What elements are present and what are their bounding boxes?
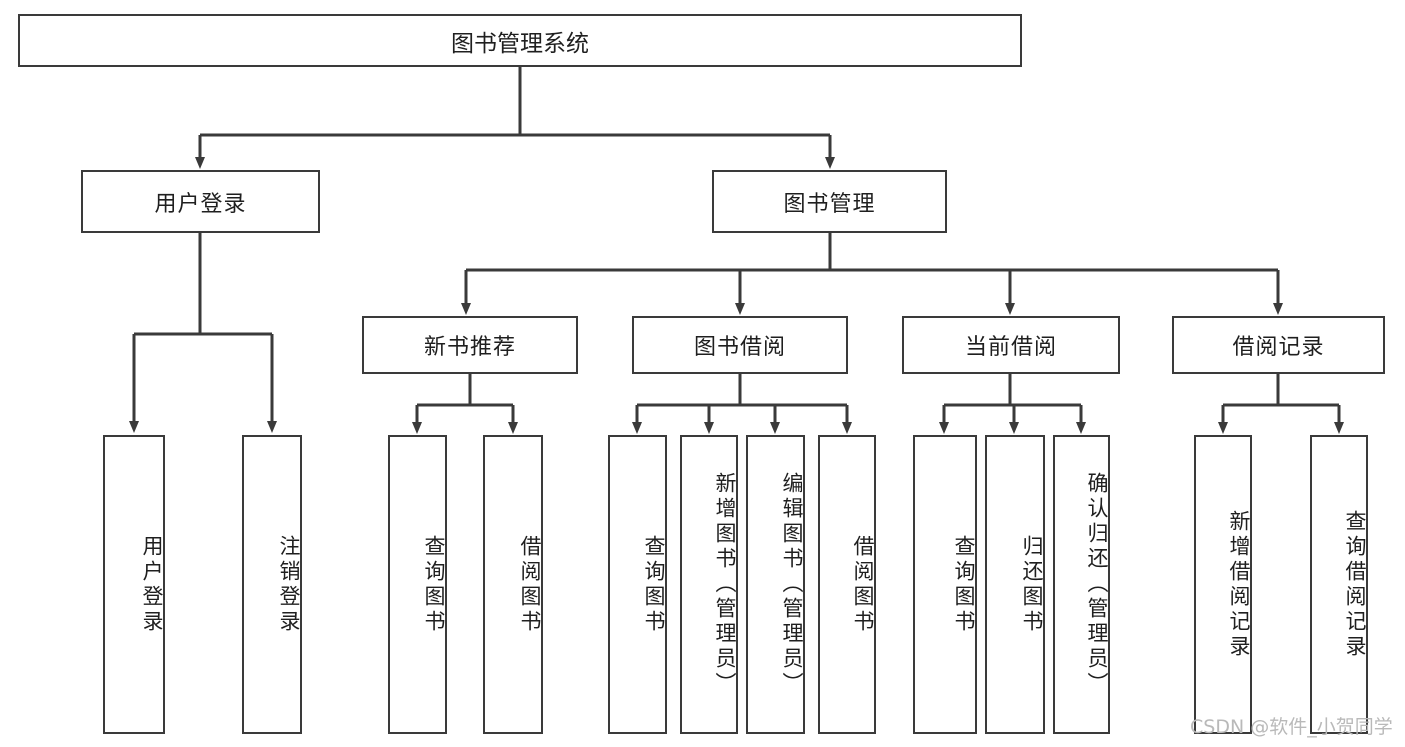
leaf-borrow-book[interactable]: 借阅图书	[818, 435, 876, 734]
node-book-borrow[interactable]: 图书借阅	[632, 316, 848, 374]
leaf-label: 借阅图书	[518, 534, 542, 635]
node-new-book-recommend[interactable]: 新书推荐	[362, 316, 578, 374]
leaf-label: 确认归还（管理员）	[1085, 472, 1109, 697]
leaf-query-book-newbook[interactable]: 查询图书	[388, 435, 447, 734]
leaf-label: 借阅图书	[851, 534, 875, 635]
leaf-return-book[interactable]: 归还图书	[985, 435, 1045, 734]
leaf-query-borrow-record[interactable]: 查询借阅记录	[1310, 435, 1368, 734]
leaf-label: 编辑图书（管理员）	[780, 472, 804, 697]
leaf-user-login[interactable]: 用户登录	[103, 435, 165, 734]
leaf-label: 注销登录	[277, 534, 301, 635]
node-book-management[interactable]: 图书管理	[712, 170, 947, 233]
leaf-logout[interactable]: 注销登录	[242, 435, 302, 734]
leaf-edit-book-admin[interactable]: 编辑图书（管理员）	[746, 435, 805, 734]
leaf-query-book-current[interactable]: 查询图书	[913, 435, 977, 734]
leaf-query-book-borrow[interactable]: 查询图书	[608, 435, 667, 734]
leaf-label: 用户登录	[140, 534, 164, 635]
leaf-add-borrow-record[interactable]: 新增借阅记录	[1194, 435, 1252, 734]
leaf-confirm-return-admin[interactable]: 确认归还（管理员）	[1053, 435, 1110, 734]
node-user-login[interactable]: 用户登录	[81, 170, 320, 233]
leaf-add-book-admin[interactable]: 新增图书（管理员）	[680, 435, 738, 734]
leaf-label: 查询图书	[642, 534, 666, 635]
leaf-label: 归还图书	[1020, 534, 1044, 635]
node-root-system[interactable]: 图书管理系统	[18, 14, 1022, 67]
leaf-label: 查询图书	[422, 534, 446, 635]
leaf-label: 新增借阅记录	[1227, 509, 1251, 660]
leaf-borrow-book-newbook[interactable]: 借阅图书	[483, 435, 543, 734]
leaf-label: 查询图书	[952, 534, 976, 635]
node-borrow-record[interactable]: 借阅记录	[1172, 316, 1385, 374]
leaf-label: 查询借阅记录	[1343, 509, 1367, 660]
leaf-label: 新增图书（管理员）	[713, 472, 737, 697]
node-current-borrow[interactable]: 当前借阅	[902, 316, 1120, 374]
watermark-text: CSDN @软件_小贺同学	[1190, 716, 1393, 738]
